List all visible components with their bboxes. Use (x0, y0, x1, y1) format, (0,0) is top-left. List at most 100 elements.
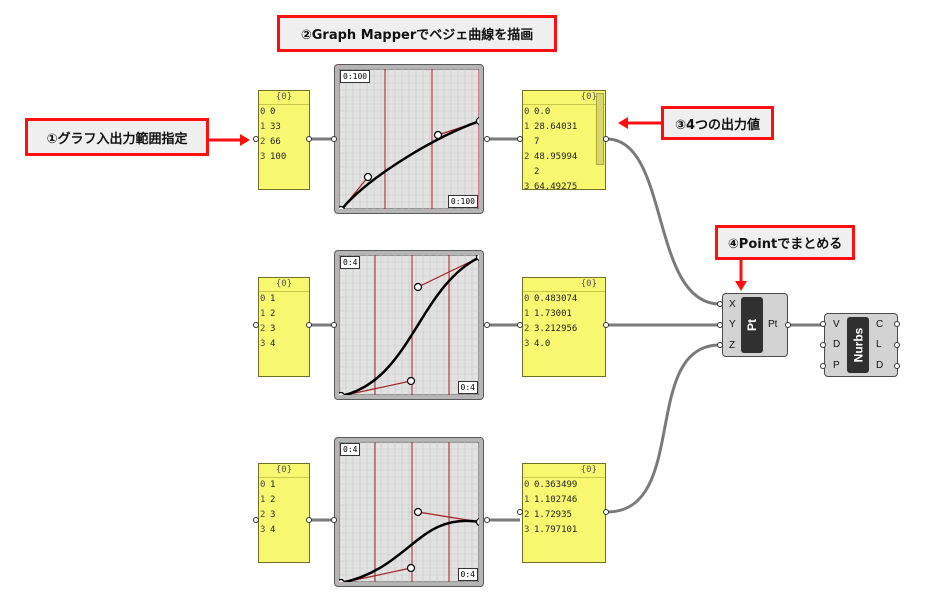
callout-outputs: ③4つの出力値 (661, 106, 774, 140)
callout-point: ④Pointでまとめる (715, 225, 855, 260)
output-grip[interactable] (484, 136, 490, 142)
row-index: 1 (260, 495, 266, 505)
output-grip[interactable] (894, 342, 900, 348)
port-c[interactable]: C (876, 319, 884, 330)
panel-row: 0 0.363499 (523, 478, 605, 493)
output-grip[interactable] (894, 363, 900, 369)
input-grip[interactable] (717, 342, 723, 348)
output-grip[interactable] (306, 136, 312, 142)
row-index: 0 (260, 294, 266, 304)
bezier-curve (340, 256, 479, 395)
output-grip[interactable] (306, 322, 312, 328)
callout-text: ②Graph Mapperでベジェ曲線を描画 (300, 28, 534, 43)
row-index: 2 (260, 324, 266, 334)
row-value: 1.102746 (534, 495, 578, 505)
row-value: 3 (270, 324, 276, 334)
input-grip[interactable] (331, 517, 337, 523)
port-pt-output[interactable]: Pt (768, 319, 778, 330)
callout-graph-mapper: ②Graph Mapperでベジェ曲線を描画 (277, 15, 557, 52)
output-grip[interactable] (894, 321, 900, 327)
graph-mapper-1[interactable]: 0:100 0:100 (334, 64, 484, 214)
output-grip[interactable] (785, 322, 791, 328)
port-z[interactable]: Z (729, 340, 736, 351)
row-value: 2 (270, 309, 276, 319)
row-index: 1 (524, 122, 530, 132)
row-value: 0.363499 (534, 480, 578, 490)
port-p[interactable]: P (833, 360, 840, 371)
graph-mapper-canvas[interactable] (339, 255, 479, 395)
input-grip[interactable] (331, 322, 337, 328)
input-grip[interactable] (820, 363, 826, 369)
row-value: 1.72935 (534, 510, 572, 520)
sample-lines (339, 442, 450, 582)
row-value: 3 (270, 510, 276, 520)
input-grip[interactable] (517, 322, 523, 328)
row-index: 1 (524, 309, 530, 319)
port-x[interactable]: X (729, 299, 736, 310)
row-index: 1 (524, 495, 530, 505)
row-value: 100 (270, 152, 287, 162)
input-grip[interactable] (717, 301, 723, 307)
sample-lines (339, 255, 450, 395)
port-y[interactable]: Y (729, 319, 736, 330)
row-value: 2 (534, 167, 540, 177)
panel-row: 1 1.102746 (523, 493, 605, 508)
wire-out3-point-z (606, 343, 721, 514)
graph-mapper-3[interactable]: 0:4 0:4 (334, 437, 484, 587)
graph-mapper-2[interactable]: 0:4 0:4 (334, 250, 484, 400)
graph-range-top-left: 0:4 (340, 256, 361, 269)
nurbs-curve-component[interactable]: V D P Nurbs C L D (824, 313, 898, 377)
output-grip[interactable] (603, 509, 609, 515)
graph-range-bottom-right: 0:100 (447, 195, 478, 208)
output-grip[interactable] (603, 136, 609, 142)
input-grip[interactable] (253, 322, 259, 328)
port-l[interactable]: L (876, 339, 882, 350)
input-grip[interactable] (820, 321, 826, 327)
callout-text: ①グラフ入出力範囲指定 (46, 131, 188, 147)
row-value: 1 (270, 294, 276, 304)
output-grip[interactable] (484, 517, 490, 523)
port-d-output[interactable]: D (876, 360, 884, 371)
output-grip[interactable] (484, 322, 490, 328)
row-index: 3 (260, 339, 266, 349)
input-grip[interactable] (517, 509, 523, 515)
row-index: 0 (524, 480, 530, 490)
input-grip[interactable] (717, 322, 723, 328)
component-core-nurbs[interactable]: Nurbs (847, 317, 869, 373)
input-grip[interactable] (253, 517, 259, 523)
row-index: 1 (260, 122, 266, 132)
port-d[interactable]: D (833, 339, 841, 350)
control-points (339, 117, 479, 209)
component-core-pt[interactable]: Pt (741, 297, 763, 353)
graph-mapper-canvas[interactable] (339, 442, 479, 582)
row-index: 2 (524, 324, 530, 334)
row-value: 1.73001 (534, 309, 572, 319)
input-grip[interactable] (253, 136, 259, 142)
row-index: 3 (524, 339, 530, 349)
input-grip[interactable] (820, 342, 826, 348)
input-grip[interactable] (331, 136, 337, 142)
output-grip[interactable] (306, 517, 312, 523)
panel-scrollbar[interactable] (596, 93, 604, 165)
panel-row: 2 1.72935 (523, 508, 605, 523)
output-grip[interactable] (603, 322, 609, 328)
port-v[interactable]: V (833, 319, 840, 330)
row-index: 0 (524, 294, 530, 304)
panel-header: {0} (259, 278, 309, 292)
construct-point-component[interactable]: X Y Z Pt Pt (722, 293, 788, 357)
row-index: 2 (524, 510, 530, 520)
input-grip[interactable] (517, 136, 523, 142)
